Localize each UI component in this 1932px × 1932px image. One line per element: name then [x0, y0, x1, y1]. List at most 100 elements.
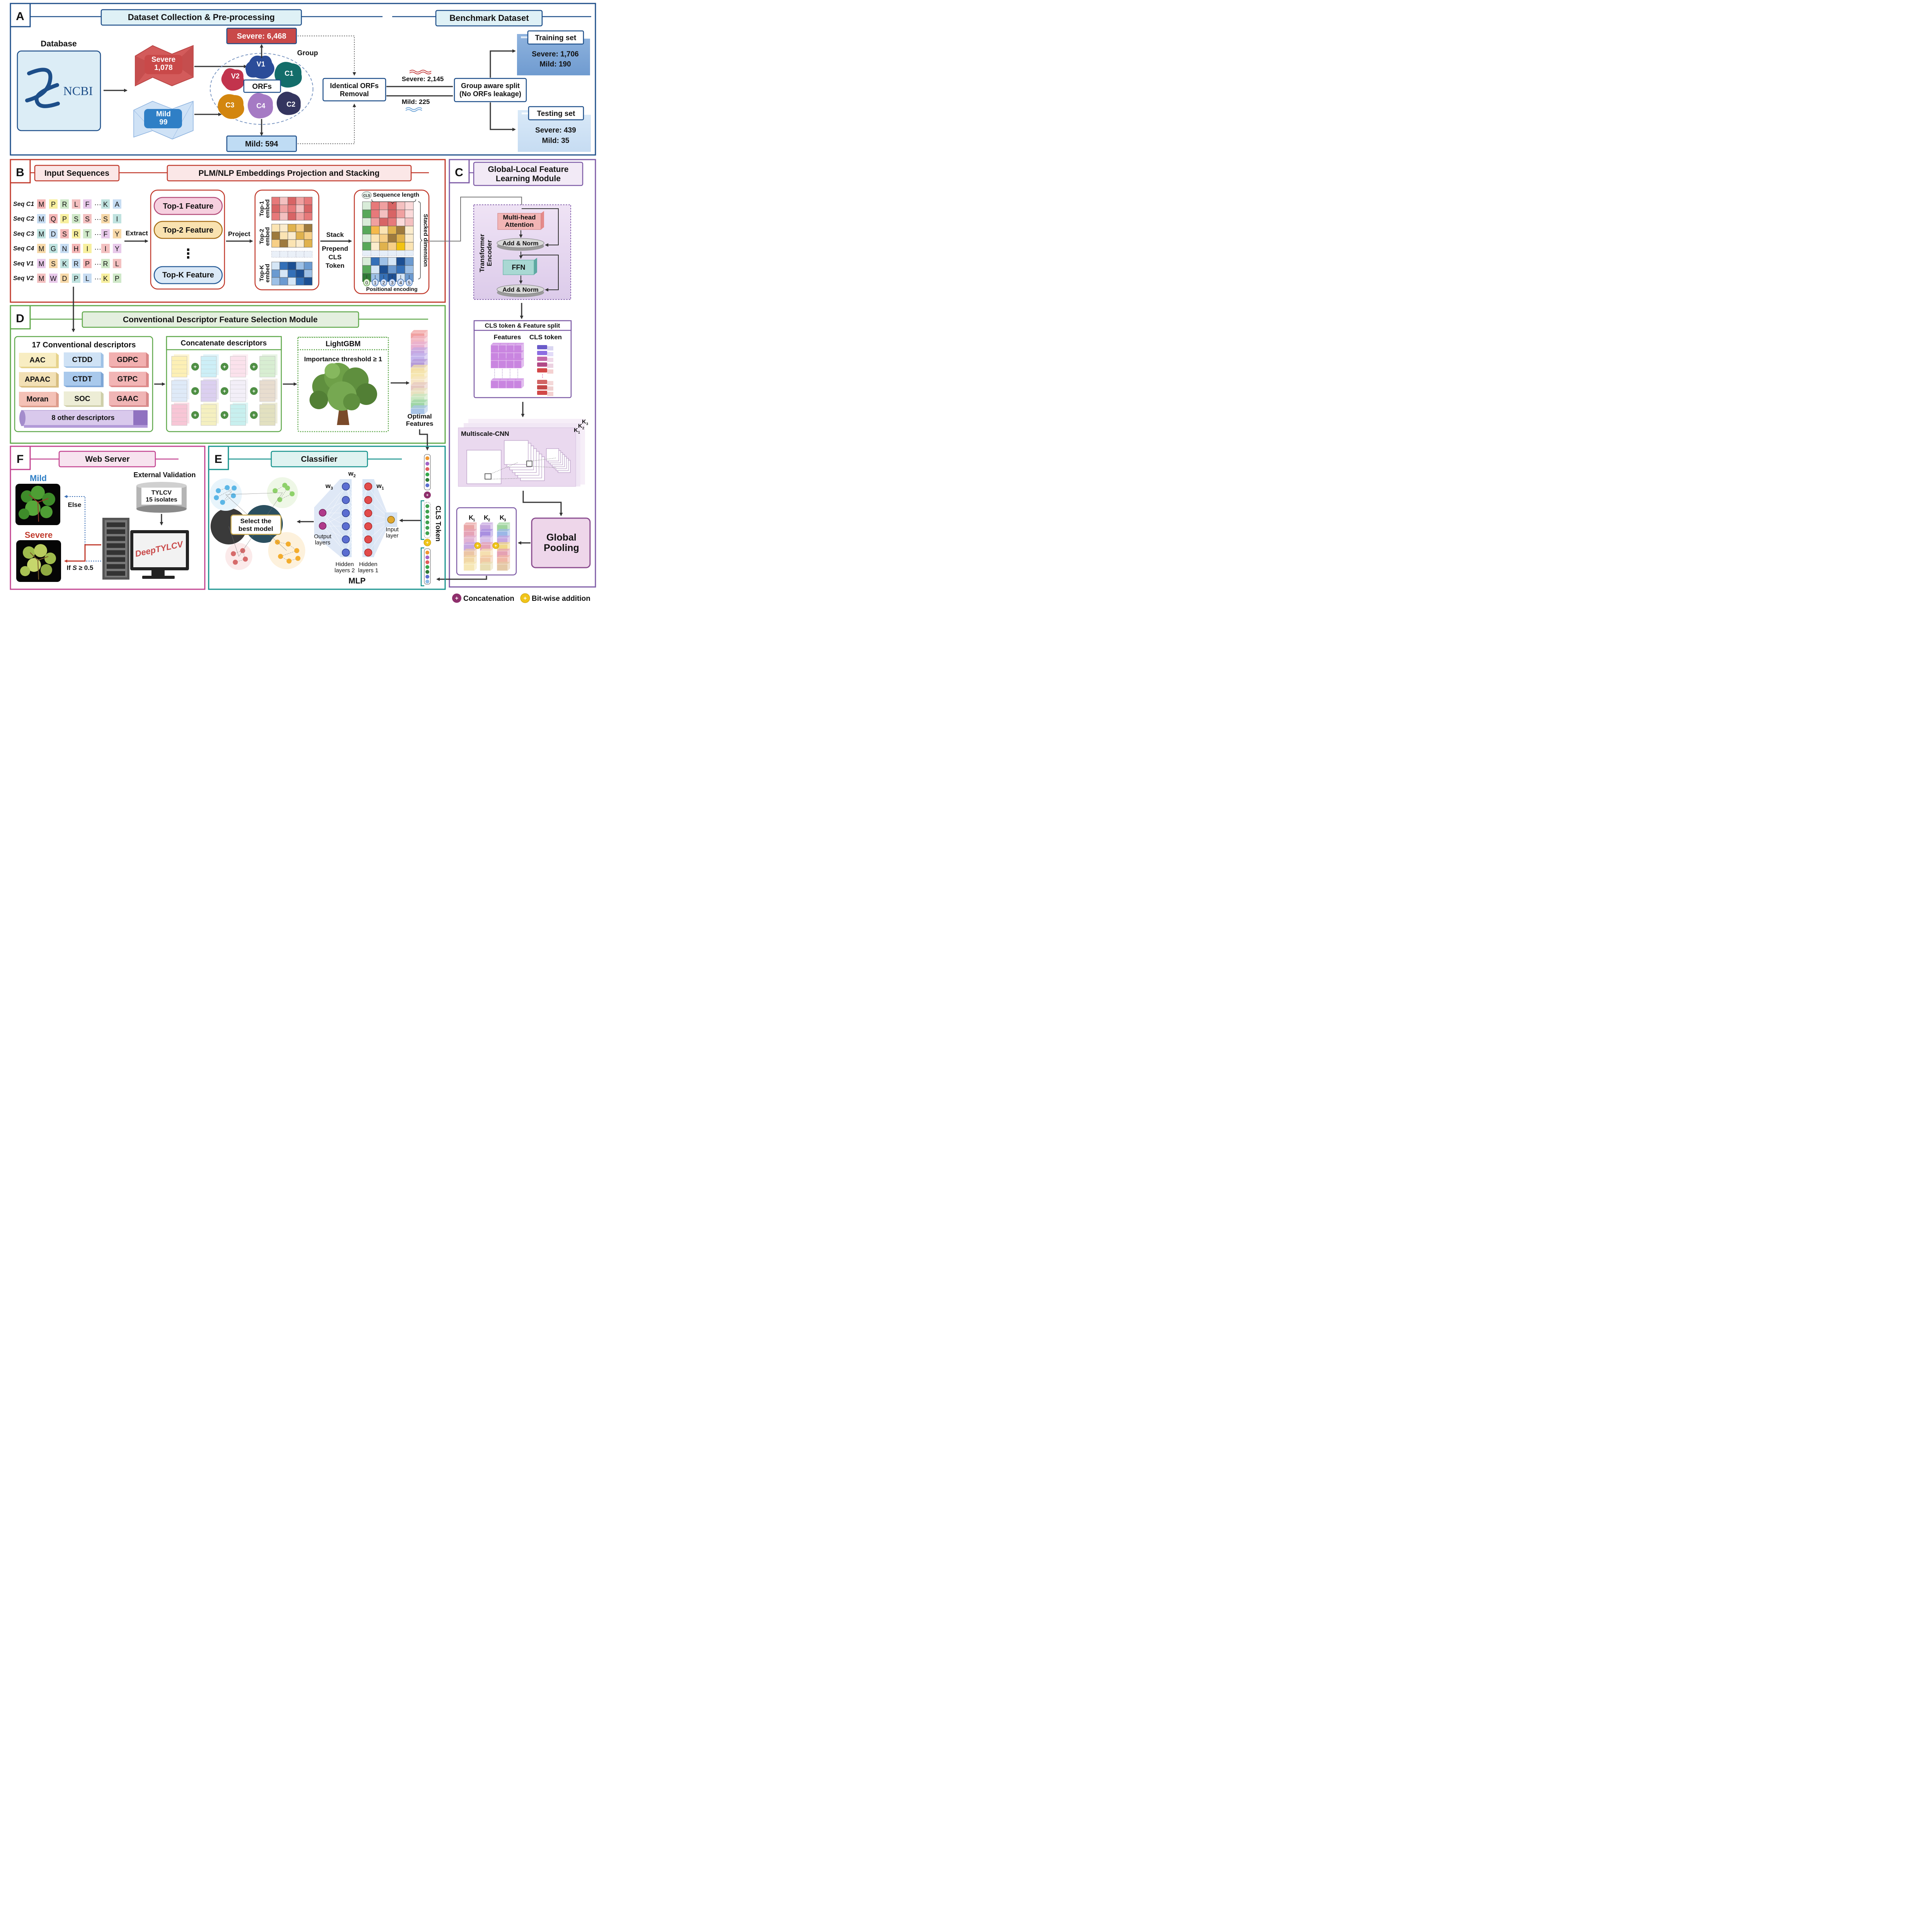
- select-line2: best model: [238, 525, 273, 532]
- feature-cube: [491, 378, 501, 381]
- vector-node: [425, 560, 429, 564]
- token-vectors: ++: [420, 454, 431, 587]
- stack-cell: [371, 209, 380, 218]
- embed-cell: [304, 224, 313, 232]
- residue-cell: [72, 274, 80, 283]
- stack-cell: [396, 218, 405, 226]
- residue-letter: ···: [94, 230, 101, 238]
- feature-cube: [498, 343, 509, 345]
- residue-letter: K: [103, 275, 108, 282]
- panel-f-title: Web Server: [85, 455, 129, 464]
- embedding-heatmaps: [271, 197, 313, 286]
- vector-node: [425, 526, 429, 530]
- position-marker: [363, 279, 370, 286]
- cluster-node: [231, 493, 236, 498]
- stack-cell: [388, 257, 397, 266]
- db-line1: TYLCV: [151, 490, 172, 496]
- hidden1-node: [364, 548, 372, 557]
- stack-cell: [379, 201, 388, 210]
- position-index: 3: [391, 280, 394, 286]
- panel-c-letter: C: [455, 166, 463, 179]
- residue-letter: A: [115, 201, 119, 208]
- embed-cell: [279, 204, 288, 213]
- mild-virus-count: 99: [159, 118, 167, 126]
- cluster-node: [285, 485, 290, 491]
- vector-node: [425, 462, 429, 466]
- orfs-label: ORFs: [252, 83, 272, 91]
- panel-a: A Dataset Collection & Pre-processing Be…: [10, 3, 596, 156]
- residue-cell: [83, 229, 92, 238]
- cls-column-cell: [362, 226, 371, 235]
- select-best-model-box: [230, 514, 282, 535]
- stack-label: Stack: [326, 231, 344, 238]
- concatenation-legend-icon: [452, 594, 461, 603]
- stack-cell: [405, 209, 414, 218]
- residue-letter: I: [116, 215, 118, 223]
- vector-node: [425, 483, 429, 487]
- embed-cell: [279, 277, 288, 286]
- position-marker: [372, 279, 379, 286]
- residue-letter: T: [85, 230, 90, 238]
- residue-cell: [37, 274, 46, 283]
- optimal-feature-cube: [411, 342, 428, 345]
- features-label: Features: [494, 333, 521, 341]
- concatenate-plus-glyph: +: [223, 364, 226, 370]
- cnn-feature-map: [504, 440, 529, 465]
- stack-cell: [396, 257, 405, 266]
- residue-cell: [49, 229, 58, 238]
- embed-cell: [296, 204, 304, 213]
- cluster-node: [294, 548, 299, 553]
- concatenate-plus-glyph: +: [223, 388, 226, 394]
- w1-label: w1: [376, 482, 384, 491]
- residue-cell: [37, 244, 46, 253]
- tree-icon: [310, 363, 377, 425]
- monitor-icon: [130, 530, 189, 579]
- concatenate-plus-icon: [191, 363, 199, 371]
- kernel-label-k3-sub: 3: [586, 422, 588, 426]
- embed-cell: [287, 231, 296, 240]
- panel-d-letter: D: [16, 312, 24, 325]
- stack-cell: [405, 265, 414, 274]
- mild-wave-icon: [405, 107, 422, 112]
- cluster-node: [216, 488, 221, 493]
- positional-encoding-label: Positional encoding: [366, 286, 417, 292]
- optimal-feature-cube: [411, 371, 428, 374]
- embed-cell: [271, 197, 280, 205]
- extract-label: Extract: [126, 230, 148, 237]
- descriptor-block: [259, 404, 276, 426]
- output-node: [319, 522, 327, 530]
- cls-cell: [537, 362, 547, 367]
- severe-virus-icon: [135, 45, 194, 87]
- descriptor-tile: [64, 372, 101, 386]
- concatenate-plus-glyph: +: [252, 412, 255, 418]
- stacked-heatmap: [362, 201, 414, 282]
- cls-column-cell: [362, 234, 371, 243]
- pooled-feature-cube: [497, 555, 510, 558]
- top1-feature-label: Top-1 Feature: [163, 202, 214, 211]
- concatenated-blocks: +++++++++: [171, 354, 277, 426]
- residue-letter: R: [74, 230, 79, 238]
- other-descriptors-cylinder: [19, 410, 148, 428]
- residue-letter: Q: [51, 215, 56, 223]
- pooled-feature-cube: [464, 529, 477, 531]
- descriptor-block: [171, 380, 187, 402]
- cls-column-cell: [362, 242, 371, 251]
- feature-cls-cubes: [490, 343, 553, 396]
- hidden2-node: [342, 509, 350, 517]
- residue-cell: [49, 214, 58, 223]
- vector-node: [425, 531, 429, 535]
- topk-embed-label-a: Top-K: [259, 265, 265, 281]
- removal-line1: Identical ORFs: [330, 82, 379, 90]
- residue-letter: I: [86, 245, 88, 253]
- residue-cell: [113, 229, 121, 238]
- panel-a-border: [10, 3, 596, 156]
- cls-column-cell: [362, 257, 371, 266]
- input-node: [387, 516, 395, 524]
- identical-orfs-removal: [322, 78, 386, 102]
- descriptor-block: [259, 380, 276, 402]
- cls-cell: [537, 368, 547, 372]
- panel-c-title-line1: Global-Local Feature: [488, 165, 569, 174]
- pooled-feature-cube: [464, 555, 477, 558]
- vector-node: [425, 473, 429, 476]
- stack-cell: [405, 234, 414, 243]
